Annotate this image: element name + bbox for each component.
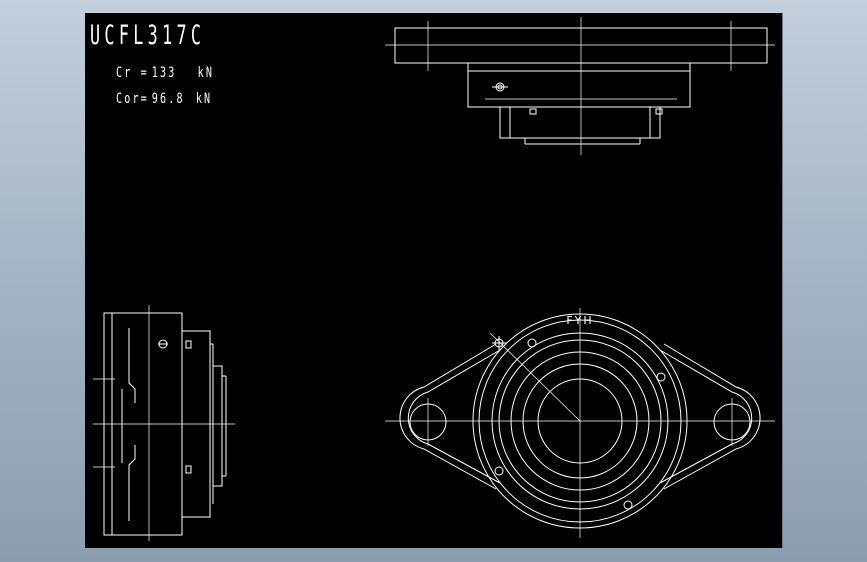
set-screw-icon xyxy=(656,372,666,382)
spec-cor-value: 96.8 xyxy=(151,91,185,107)
drawing-canvas: UCFL317C Cr =133 kN Cor=96.8 kN xyxy=(85,13,783,548)
model-title: UCFL317C xyxy=(90,20,206,51)
spec-cor-unit: kN xyxy=(195,91,213,107)
spec-cr-value: 133 xyxy=(151,65,177,81)
side-collar xyxy=(212,365,223,487)
bearing-collar xyxy=(499,106,661,139)
flange-outline xyxy=(399,343,761,490)
leader-line xyxy=(489,332,581,422)
spec-cor: Cor=96.8 kN xyxy=(116,92,212,106)
top-view xyxy=(385,17,775,155)
brand-mark: FYH xyxy=(566,314,593,327)
set-screw-icon xyxy=(494,466,504,476)
cad-drawing: FYH xyxy=(93,17,775,541)
spec-cr-unit: kN xyxy=(197,65,215,81)
spec-cr-label: Cr = xyxy=(116,65,149,81)
side-view xyxy=(93,305,235,541)
front-view: FYH xyxy=(385,308,775,538)
spec-cor-label: Cor= xyxy=(116,91,149,107)
set-screw-icon xyxy=(623,500,633,510)
spec-cr: Cr =133 kN xyxy=(116,66,214,80)
set-screw-icon xyxy=(527,338,537,348)
